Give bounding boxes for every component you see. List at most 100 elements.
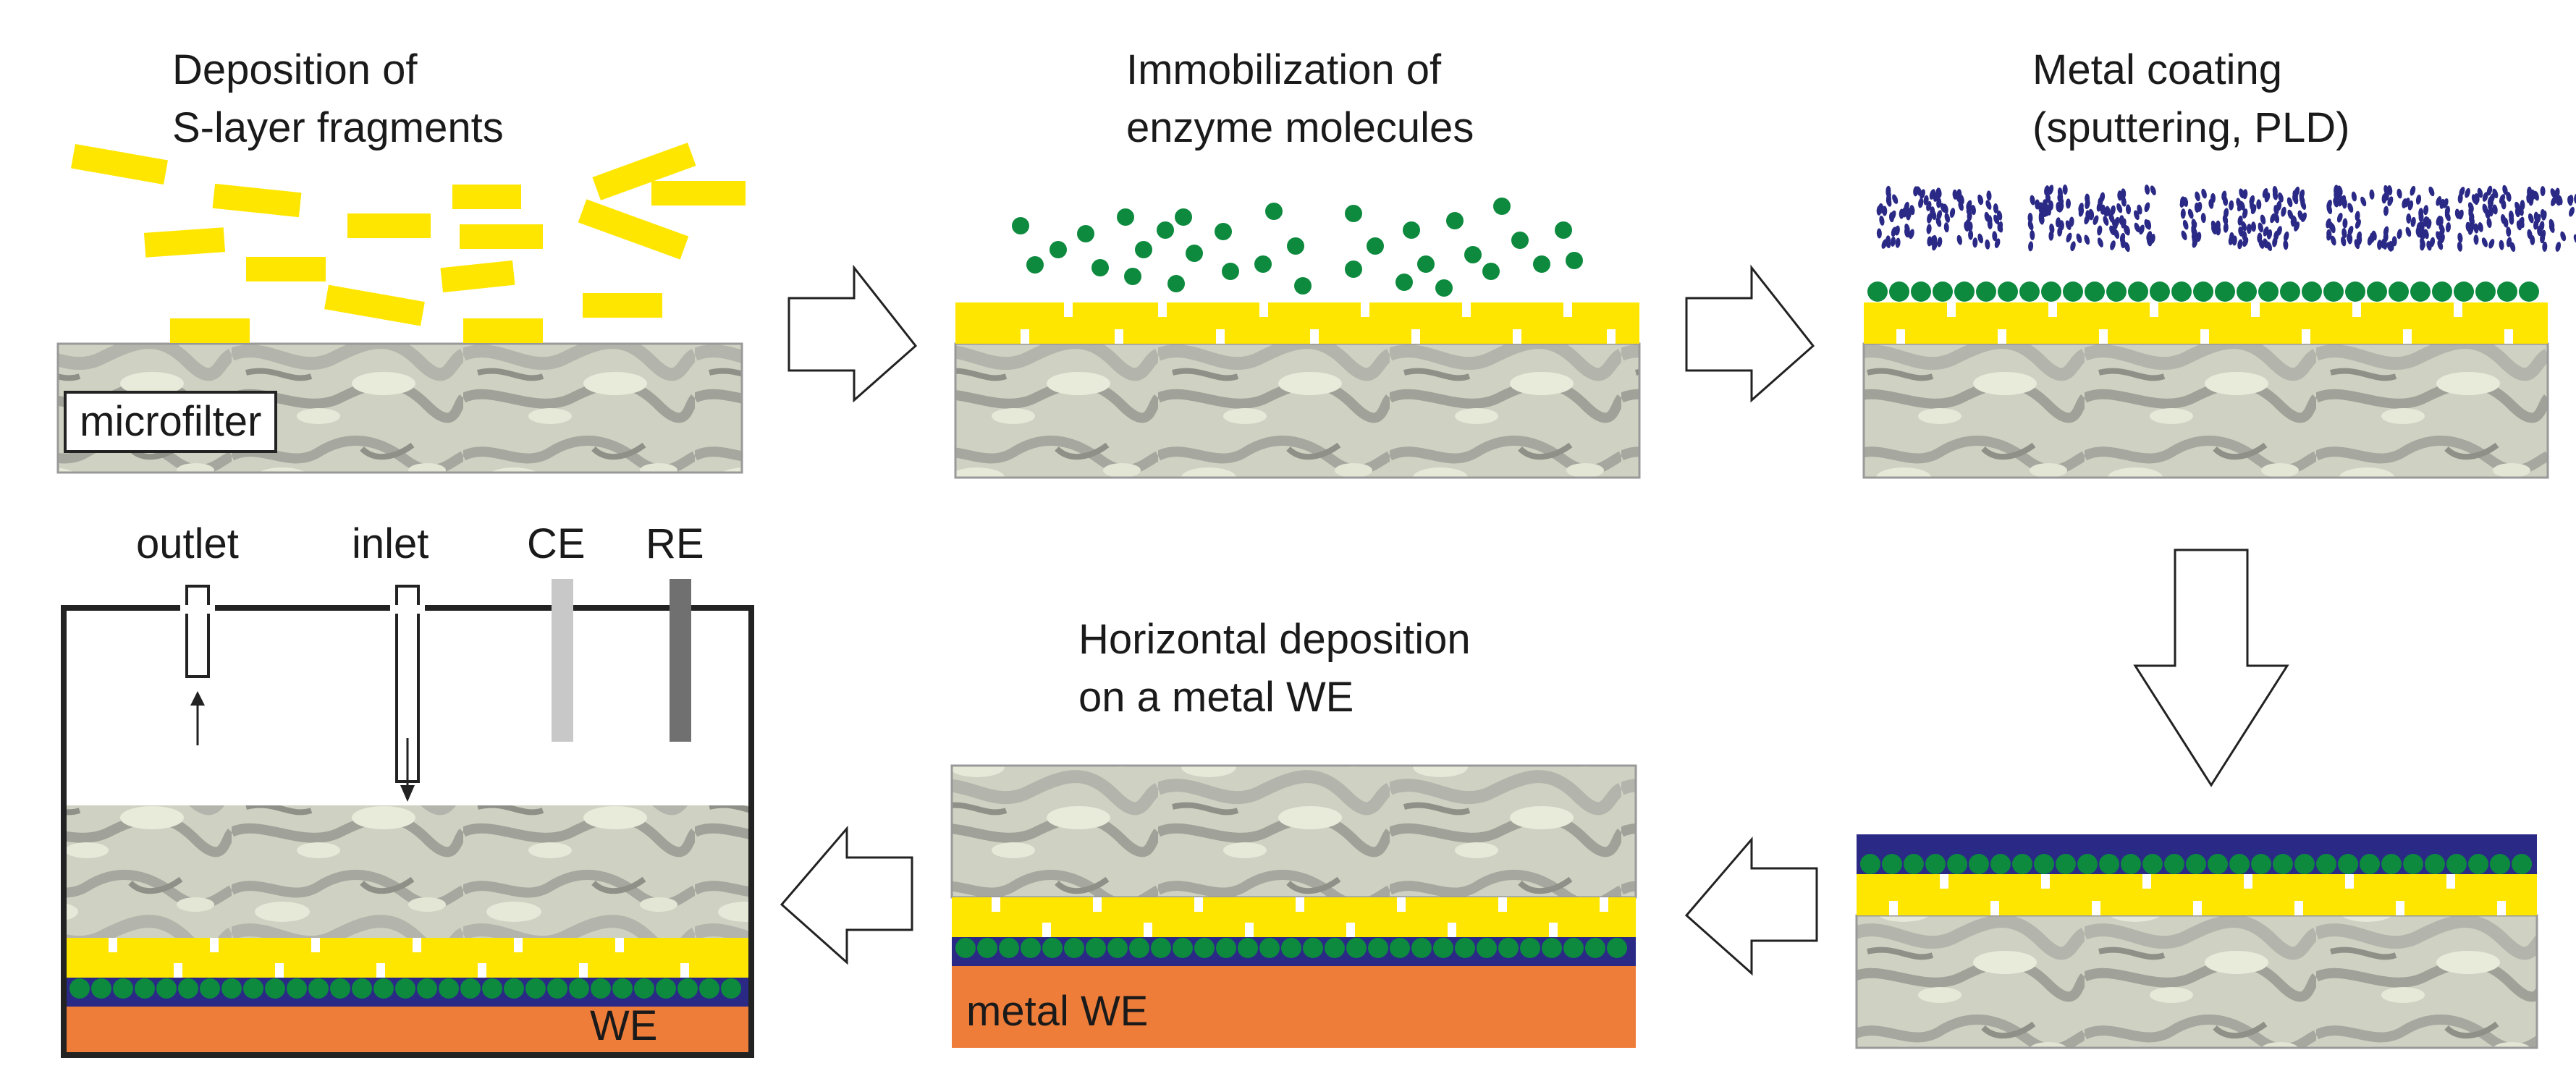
metal-particle: [2121, 196, 2127, 207]
enzyme-molecule: [2150, 281, 2170, 302]
metal-particle: [2299, 195, 2305, 206]
metal-particle: [2438, 216, 2444, 226]
enzyme-molecule: [1216, 938, 1236, 958]
step5-title-line1: Horizontal deposition: [1078, 616, 1471, 663]
metal-particle: [2292, 191, 2298, 202]
enzyme-molecule: [2142, 854, 2163, 874]
enzyme-molecule: [2077, 854, 2098, 874]
enzyme-molecule: [1346, 938, 1367, 958]
enzyme-molecule: [1889, 281, 1909, 302]
enzyme-molecules: [1012, 198, 1583, 297]
metal-particle: [2260, 214, 2266, 225]
metal-particle: [2428, 186, 2435, 197]
metal-particle: [2492, 204, 2498, 215]
enzyme-molecule: [2468, 854, 2488, 874]
metal-particle: [1895, 237, 1901, 248]
metal-particle: [2223, 222, 2229, 233]
metal-particle: [2404, 198, 2410, 208]
enzyme-molecule: [547, 978, 567, 999]
metal-particle-clouds: [1876, 185, 2576, 253]
enzyme-molecule: [2063, 281, 2083, 302]
metal-particle: [2330, 235, 2336, 246]
metal-particle: [2076, 233, 2082, 244]
metal-particle: [2519, 218, 2525, 229]
metal-particle: [2573, 234, 2576, 245]
enzyme-molecule: [482, 978, 502, 999]
enzyme-molecule: [1925, 854, 1946, 874]
arrow-down-icon: [400, 785, 415, 802]
metal-particle: [2283, 240, 2289, 250]
enzyme-molecule: [1998, 281, 2018, 302]
s-layer-gaps: [1021, 302, 1616, 344]
metal-particle: [2125, 204, 2132, 215]
enzyme-molecule: [721, 978, 741, 999]
enzyme-molecule: [2106, 281, 2127, 302]
enzyme-row: [955, 938, 1627, 958]
enzyme-molecule: [1520, 938, 1540, 958]
metal-particle: [2328, 221, 2334, 232]
enzyme-molecule: [2273, 854, 2293, 874]
enzyme-molecule: [2229, 854, 2250, 874]
enzyme-molecule: [2490, 854, 2510, 874]
metal-particle: [2383, 206, 2389, 216]
enzyme-molecule: [2360, 854, 2380, 874]
metal-particle: [2438, 227, 2445, 237]
metal-particle: [1936, 198, 1942, 208]
metal-particle: [2369, 232, 2375, 243]
re-electrode: [670, 579, 691, 742]
inlet-label: inlet: [352, 520, 429, 567]
metal-particle: [2469, 221, 2475, 232]
metal-particle: [2420, 237, 2425, 248]
metal-particle: [2406, 213, 2412, 224]
enzyme-molecule: [2403, 854, 2423, 874]
metal-particle: [2027, 213, 2033, 223]
metal-particle: [1923, 195, 1929, 206]
enzyme-molecule: [200, 978, 220, 999]
enzyme-molecule: [1455, 938, 1475, 958]
metal-we-electrode: [952, 966, 1636, 1048]
inlet-tube: [390, 585, 425, 802]
metal-particle: [2078, 206, 2085, 217]
metal-particle: [2377, 240, 2383, 250]
step1-title-line2: S-layer fragments: [172, 104, 504, 151]
metal-particle: [2144, 219, 2150, 229]
enzyme-molecule: [1194, 938, 1215, 958]
metal-particle: [2144, 185, 2150, 195]
enzyme-molecule: [439, 978, 459, 999]
ce-label: CE: [527, 520, 586, 567]
metal-particle: [2146, 236, 2153, 247]
metal-particle: [2506, 226, 2512, 237]
s-layer-gaps: [992, 897, 1608, 937]
metal-particle: [2528, 213, 2534, 224]
metal-particle: [2105, 206, 2111, 216]
metal-particle: [2048, 200, 2054, 211]
metal-particle: [2396, 188, 2402, 199]
metal-particle: [2356, 235, 2362, 246]
step5-title-line2: on a metal WE: [1078, 674, 1354, 721]
metal-particle: [1885, 238, 1891, 249]
enzyme-molecule: [1904, 854, 1924, 874]
enzyme-molecule: [977, 938, 997, 958]
metal-particle: [2415, 194, 2422, 205]
metal-particle: [2509, 242, 2516, 253]
metal-particle: [2210, 192, 2216, 203]
enzyme-molecule: [2085, 281, 2105, 302]
metal-particle: [2057, 194, 2063, 205]
metal-particle: [2477, 187, 2483, 198]
microfilter-substrate: [1855, 914, 2538, 1049]
enzyme-molecule: [2345, 281, 2365, 302]
metal-particle: [1994, 238, 2001, 248]
enzyme-molecule: [2128, 281, 2148, 302]
metal-particle: [1993, 203, 1998, 213]
metal-particle: [2287, 209, 2294, 220]
metal-particle: [2187, 208, 2194, 219]
metal-particle: [1929, 189, 1935, 199]
enzyme-molecule: [1860, 854, 1880, 874]
we-electrode: [67, 1007, 748, 1052]
metal-particle: [2242, 237, 2249, 247]
enzyme-molecule: [135, 978, 155, 999]
enzyme-molecule: [1042, 938, 1063, 958]
enzyme-molecule: [2193, 281, 2213, 302]
metal-particle: [2457, 232, 2463, 243]
